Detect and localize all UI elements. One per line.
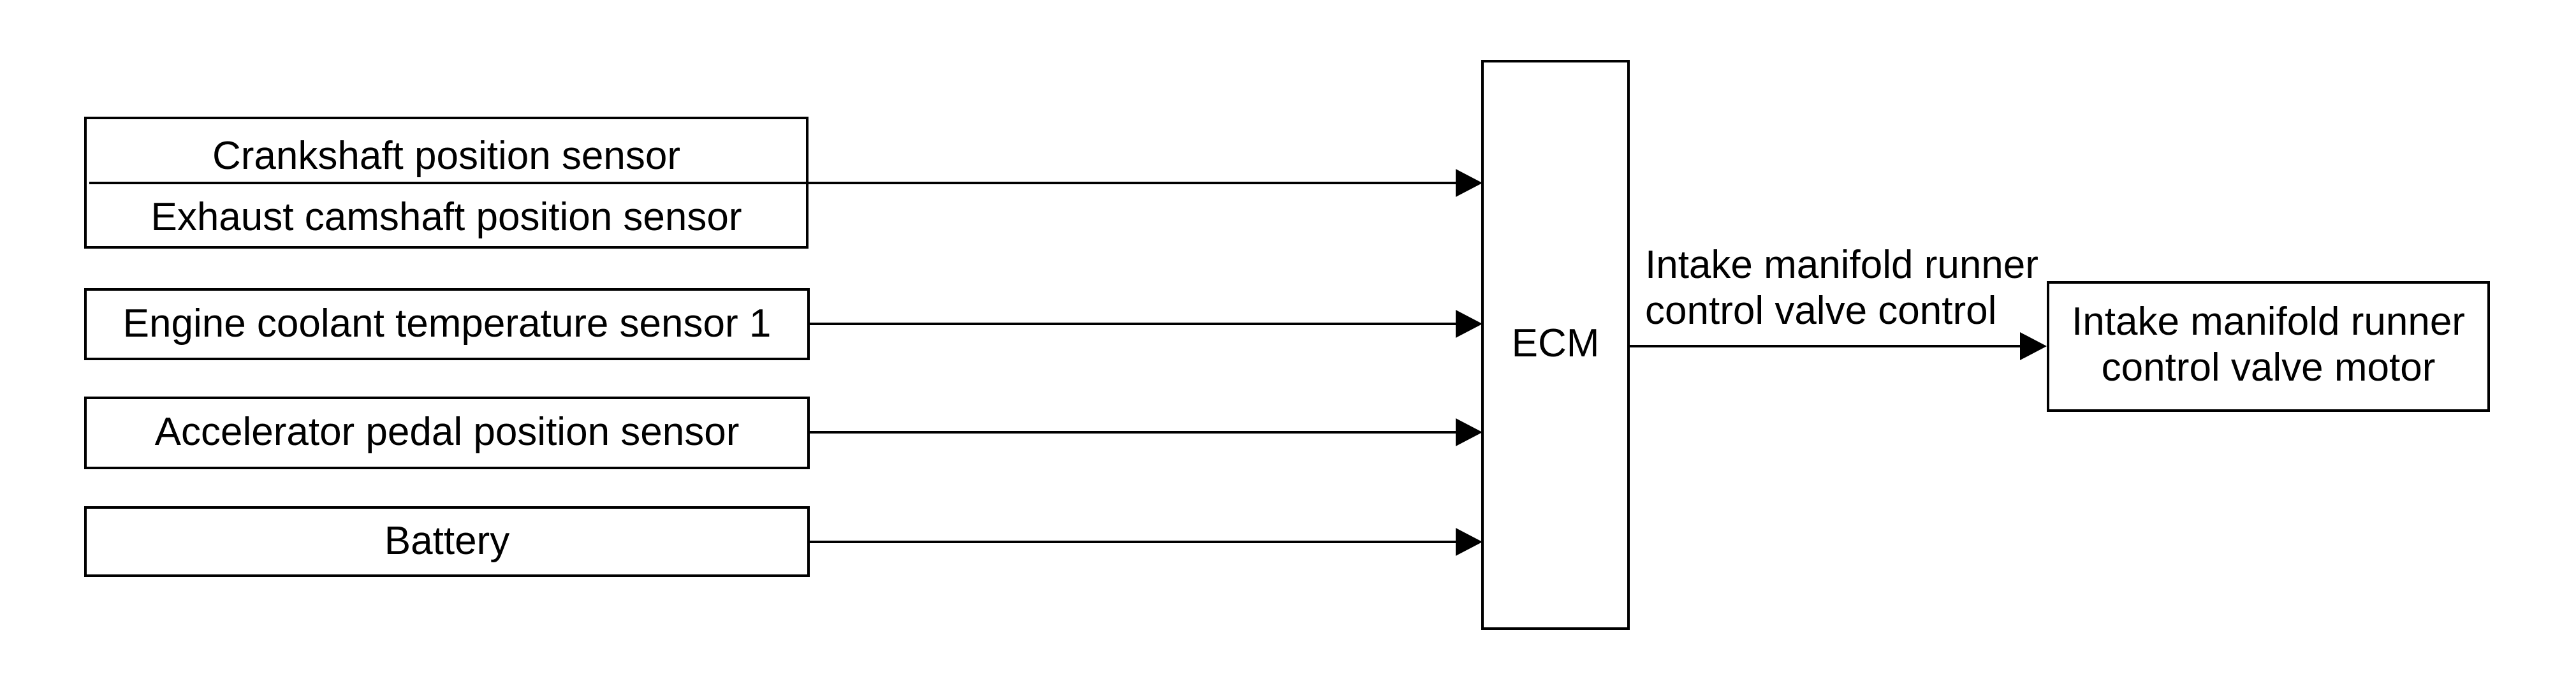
edge-label-ecm-to-valve-motor-line-2: control valve control (1645, 289, 1997, 333)
node-label-accelerator-pedal-position-sensor: Accelerator pedal position sensor (154, 410, 740, 454)
arrowhead-coolant-sensor-to-ecm (1456, 310, 1482, 338)
arrowhead-sensor-stack-to-ecm (1456, 169, 1482, 197)
edge-coolant-sensor-to-ecm (810, 323, 1459, 325)
edge-battery-to-ecm (810, 541, 1459, 543)
node-sensor-stack[interactable]: Crankshaft position sensor Exhaust camsh… (84, 117, 809, 249)
arrowhead-ecm-to-valve-motor (2020, 332, 2047, 360)
node-intake-manifold-runner-control-valve-motor[interactable]: Intake manifold runner control valve mot… (2047, 281, 2490, 412)
node-label-engine-coolant-temperature-sensor-1: Engine coolant temperature sensor 1 (122, 302, 772, 346)
node-label-ecm: ECM (1511, 321, 1600, 365)
node-label-battery: Battery (384, 519, 510, 563)
arrowhead-accelerator-sensor-to-ecm (1456, 418, 1482, 446)
edge-ecm-to-valve-motor (1630, 345, 2023, 347)
node-label-valve-motor-line-2: control valve motor (2101, 346, 2436, 390)
node-label-crankshaft-position-sensor: Crankshaft position sensor (212, 134, 681, 178)
node-label-exhaust-camshaft-position-sensor: Exhaust camshaft position sensor (150, 195, 742, 239)
node-ecm[interactable]: ECM (1481, 60, 1630, 630)
node-accelerator-pedal-position-sensor[interactable]: Accelerator pedal position sensor (84, 397, 810, 469)
node-label-valve-motor-line-1: Intake manifold runner (2072, 300, 2465, 344)
arrowhead-battery-to-ecm (1456, 528, 1482, 556)
node-engine-coolant-temperature-sensor-1[interactable]: Engine coolant temperature sensor 1 (84, 288, 810, 360)
sensor-stack-divider (89, 182, 806, 184)
edge-accelerator-sensor-to-ecm (810, 431, 1459, 434)
edge-label-ecm-to-valve-motor-line-1: Intake manifold runner (1645, 243, 2038, 287)
edge-sensor-stack-to-ecm (809, 182, 1459, 184)
node-battery[interactable]: Battery (84, 506, 810, 577)
